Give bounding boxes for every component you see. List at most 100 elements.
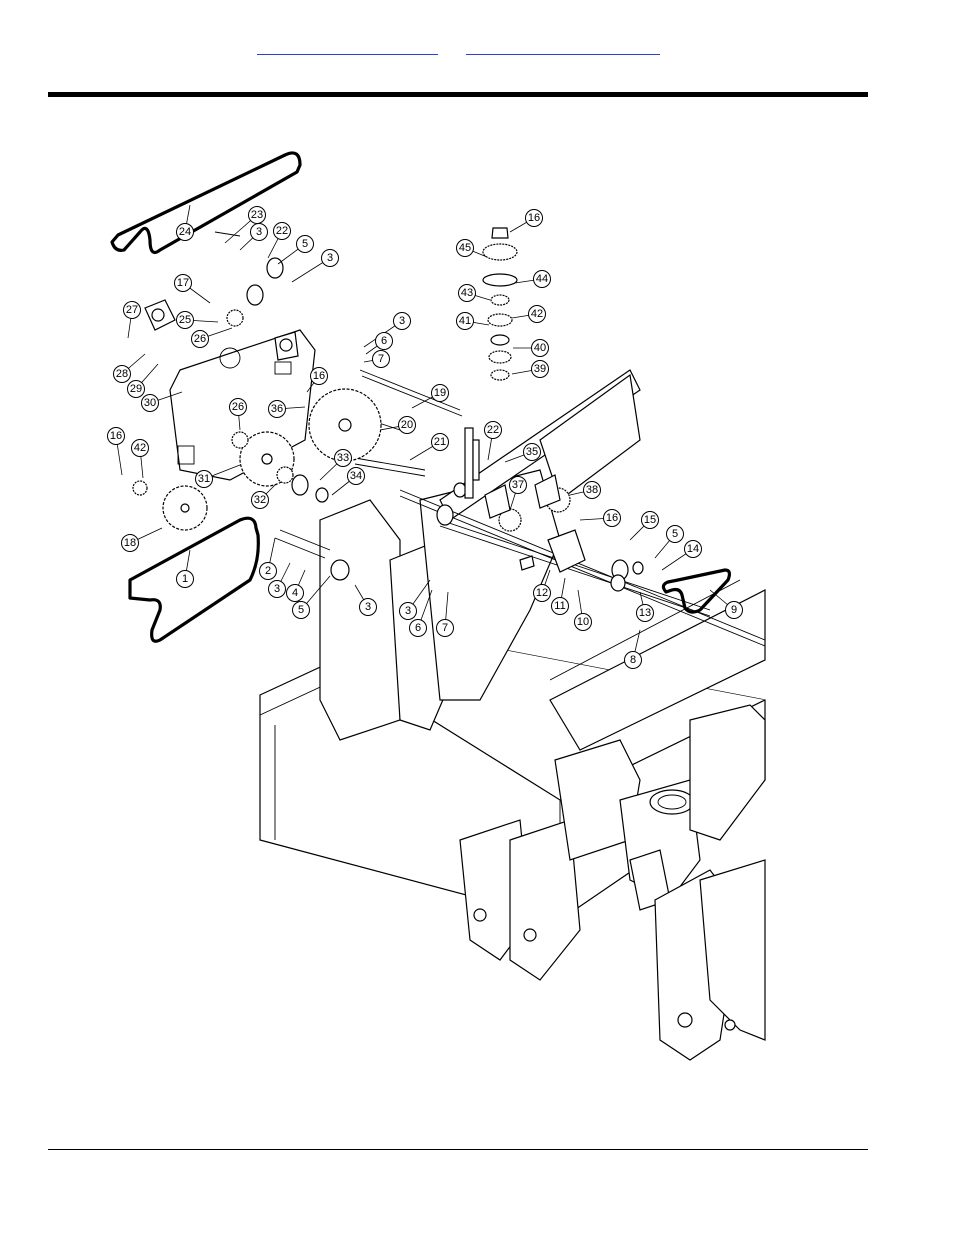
callout-number: 6 — [381, 335, 387, 347]
callout-number: 18 — [124, 537, 136, 549]
callout-3: 3 — [292, 250, 339, 283]
callout-number: 40 — [534, 342, 546, 354]
callout-17: 17 — [175, 275, 211, 304]
callout-32: 32 — [252, 485, 276, 509]
footer-rule — [48, 1149, 868, 1150]
callout-number: 5 — [672, 528, 678, 540]
callout-34: 34 — [332, 468, 365, 496]
callout-27: 27 — [124, 302, 141, 339]
callout-number: 3 — [327, 252, 333, 264]
callout-number: 3 — [256, 226, 262, 238]
callout-number: 5 — [302, 238, 308, 250]
callout-11: 11 — [552, 578, 569, 615]
callout-number: 6 — [415, 622, 421, 634]
callout-40: 40 — [513, 340, 549, 357]
callout-number: 31 — [198, 473, 210, 485]
callout-number: 11 — [554, 600, 565, 612]
callout-number: 7 — [442, 622, 448, 634]
callout-number: 16 — [110, 430, 122, 442]
callout-number: 42 — [134, 442, 146, 454]
callout-number: 16 — [528, 212, 540, 224]
callout-number: 21 — [434, 436, 446, 448]
callout-21: 21 — [410, 434, 449, 461]
callout-16: 16 — [510, 210, 543, 233]
callout-10: 10 — [575, 590, 592, 631]
callout-number: 12 — [536, 587, 548, 599]
callout-25: 25 — [177, 312, 219, 329]
callout-number: 29 — [130, 383, 142, 395]
callout-number: 3 — [274, 583, 280, 595]
callout-number: 41 — [459, 315, 471, 327]
callout-number: 4 — [292, 587, 298, 599]
callout-number: 26 — [232, 401, 244, 413]
callout-number: 36 — [271, 403, 283, 415]
callout-number: 2 — [265, 565, 271, 577]
callout-3: 3 — [240, 224, 268, 251]
callout-19: 19 — [412, 385, 449, 409]
callout-number: 34 — [350, 470, 362, 482]
callout-9: 9 — [710, 590, 743, 619]
callout-number: 9 — [731, 604, 737, 616]
callout-44: 44 — [515, 271, 551, 288]
callout-42: 42 — [132, 440, 149, 479]
header-link-1[interactable] — [257, 38, 438, 55]
callout-number: 5 — [298, 604, 304, 616]
callout-number: 24 — [179, 226, 191, 238]
callout-number: 3 — [365, 601, 371, 613]
callout-22: 22 — [268, 223, 291, 259]
callout-24: 24 — [177, 205, 194, 241]
exploded-parts-diagram: 2423322531727252628293036716362619202116… — [100, 140, 770, 1080]
callout-8: 8 — [625, 630, 642, 669]
callout-18: 18 — [122, 528, 163, 552]
callout-number: 35 — [526, 446, 538, 458]
callout-number: 20 — [401, 419, 413, 431]
callout-number: 14 — [687, 543, 699, 555]
callout-number: 28 — [116, 368, 128, 380]
callout-number: 33 — [337, 452, 349, 464]
callout-4: 4 — [287, 570, 306, 602]
callout-number: 16 — [606, 512, 618, 524]
callout-16: 16 — [580, 510, 621, 527]
callout-number: 19 — [434, 387, 446, 399]
roller-chain-upper — [112, 153, 300, 253]
callout-number: 43 — [461, 287, 473, 299]
callout-28: 28 — [114, 354, 146, 383]
header-rule — [48, 92, 868, 97]
callout-22: 22 — [485, 422, 502, 461]
callout-number: 1 — [182, 573, 188, 585]
callout-number: 17 — [177, 277, 189, 289]
callout-number: 3 — [405, 605, 411, 617]
callout-number: 3 — [399, 315, 405, 327]
callout-5: 5 — [655, 526, 684, 559]
callout-42: 42 — [512, 306, 546, 323]
callout-number: 44 — [536, 273, 548, 285]
callout-number: 42 — [531, 308, 543, 320]
callout-number: 32 — [254, 494, 266, 506]
callout-number: 10 — [577, 616, 589, 628]
callout-number: 26 — [194, 333, 206, 345]
callout-number: 7 — [378, 353, 384, 365]
callout-2: 2 — [260, 538, 277, 580]
callout-number: 22 — [276, 225, 288, 237]
callout-29: 29 — [128, 364, 159, 398]
callout-41: 41 — [457, 313, 490, 330]
callout-43: 43 — [459, 285, 491, 302]
callout-number: 23 — [251, 209, 263, 221]
callout-26: 26 — [192, 328, 233, 348]
callout-number: 16 — [313, 370, 325, 382]
header-link-2[interactable] — [466, 38, 660, 55]
roller-chain-lower — [130, 518, 258, 641]
callout-number: 15 — [644, 514, 656, 526]
callout-number: 30 — [144, 397, 156, 409]
callout-number: 37 — [512, 479, 524, 491]
callout-1: 1 — [177, 550, 194, 588]
callout-number: 39 — [534, 363, 546, 375]
callout-number: 27 — [126, 304, 138, 316]
callout-number: 45 — [459, 242, 471, 254]
callout-15: 15 — [630, 512, 659, 541]
callout-number: 8 — [630, 654, 636, 666]
callout-number: 13 — [639, 607, 651, 619]
callout-45: 45 — [457, 240, 488, 258]
callout-number: 25 — [179, 314, 191, 326]
callout-number: 38 — [586, 484, 598, 496]
